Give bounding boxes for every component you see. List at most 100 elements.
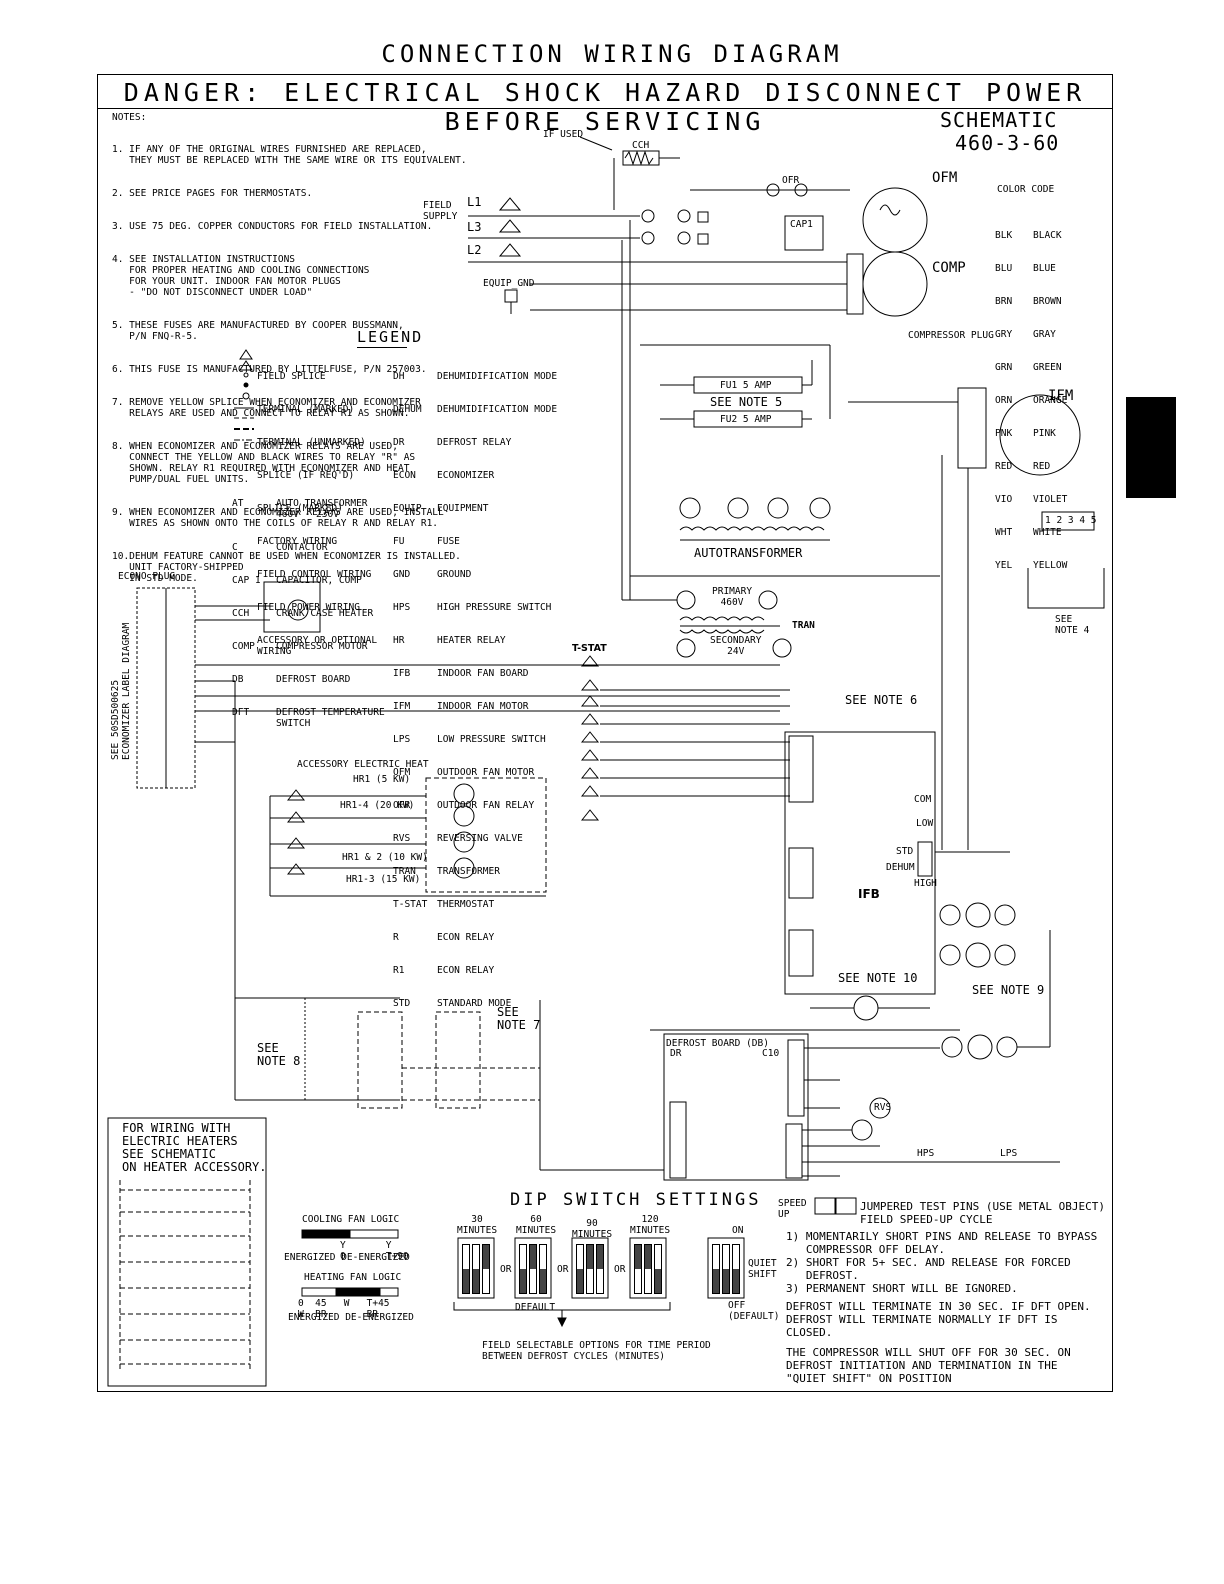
- color-name: YELLOW: [1033, 560, 1068, 571]
- dip-switch-lever: [539, 1244, 547, 1294]
- legend-symbol-item: FIELD CONTROL WIRING: [257, 569, 372, 580]
- abbrev-code: OFR: [393, 800, 411, 811]
- l3-label: L3: [467, 220, 482, 234]
- speed-up-label: SPEED UP: [778, 1198, 807, 1220]
- dip-switch-lever: [654, 1244, 662, 1294]
- dip-switch-lever: [529, 1244, 537, 1294]
- color-name: BROWN: [1033, 296, 1062, 307]
- see-note-9: SEE NOTE 9: [972, 983, 1045, 997]
- notes-heading: NOTES:: [112, 112, 147, 123]
- abbrev-desc: TRANSFORMER: [437, 866, 500, 877]
- see-note-7: SEE NOTE 7: [497, 1005, 541, 1032]
- abbrev-desc: EQUIPMENT: [437, 503, 489, 514]
- dip-switch-lever: [732, 1244, 740, 1294]
- heater-info-box: [107, 1117, 267, 1387]
- dip-option: 60 MINUTES: [516, 1214, 557, 1236]
- legend-abbrev-row: OFM OUTDOOR FAN MOTOR: [393, 767, 557, 778]
- abbrev-code: OFM: [393, 767, 411, 778]
- abbrev-code: CCH: [232, 608, 250, 619]
- color-name: PINK: [1033, 428, 1056, 439]
- dip-switch-lever: [634, 1244, 642, 1294]
- ifm-plug: [1041, 511, 1095, 531]
- hr-label: HR1 (5 KW): [353, 774, 411, 785]
- abbrev-desc: OUTDOOR FAN MOTOR: [437, 767, 535, 778]
- ofm-label: OFM: [932, 170, 958, 186]
- compressor-note: THE COMPRESSOR WILL SHUT OFF FOR 30 SEC.…: [786, 1346, 1071, 1385]
- ifb-board: [784, 731, 936, 995]
- compressor-plug-label: COMPRESSOR PLUG: [908, 330, 994, 341]
- abbrev-code: ECON: [393, 470, 416, 481]
- dft-sensor: [851, 1119, 873, 1141]
- heating-fan-logic-title: HEATING FAN LOGIC: [304, 1272, 402, 1283]
- abbrev-code: STD: [393, 998, 411, 1009]
- accessory-heat-label: ACCESSORY ELECTRIC HEAT: [297, 759, 429, 770]
- abbrev-desc: FUSE: [437, 536, 460, 547]
- abbrev-desc: GROUND: [437, 569, 472, 580]
- quiet-shift-label: QUIET SHIFT: [748, 1258, 777, 1280]
- danger-banner: DANGER: ELECTRICAL SHOCK HAZARD DISCONNE…: [123, 78, 1087, 136]
- note-item: 10.DEHUM FEATURE CANNOT BE USED WHEN ECO…: [112, 551, 461, 584]
- heater-mini-schematic: [119, 1180, 251, 1370]
- schematic-voltage: 460-3-60: [955, 131, 1060, 155]
- cooling-fan-logic-title: COOLING FAN LOGIC: [302, 1214, 400, 1225]
- abbrev-code: HPS: [393, 602, 411, 613]
- abbrev-code: C: [232, 542, 238, 553]
- field-supply-terminals: [468, 197, 640, 314]
- cooling-fan-energized: [301, 1229, 351, 1239]
- if-used-label: IF USED: [543, 129, 584, 140]
- cap1-capacitor: [784, 215, 824, 251]
- legend-symbol-item: TERMINAL (UNMARKED): [257, 437, 366, 448]
- abbrev-code: DEHUM: [393, 404, 422, 415]
- see-note-10: SEE NOTE 10: [838, 971, 918, 985]
- color-abbrev: GRY: [995, 329, 1013, 340]
- speed-up-steps: 1) MOMENTARILY SHORT PINS AND RELEASE TO…: [786, 1230, 1098, 1295]
- defrost-board: [663, 1033, 809, 1181]
- legend-heading: LEGEND: [357, 328, 424, 346]
- heating-fan-logic-states: ENERGIZED DE-ENERGIZED: [288, 1312, 414, 1323]
- abbrev-desc: DEHUMIDIFICATION MODE: [437, 404, 558, 415]
- dip-switch-lever: [462, 1244, 470, 1294]
- dip-switch-lever: [472, 1244, 480, 1294]
- autotransformer: [679, 497, 831, 541]
- heating-fan-energized: [335, 1287, 381, 1297]
- cap1-label: CAP1: [790, 219, 813, 230]
- ifm-label: IFM: [1048, 388, 1074, 404]
- abbrev-desc: THERMOSTAT: [437, 899, 495, 910]
- color-name: VIOLET: [1033, 494, 1068, 505]
- abbrev-code: RVS: [393, 833, 411, 844]
- dip-option: 90 MINUTES: [572, 1218, 613, 1240]
- heating-fan-logic-scale: 0 45 W T+45 W BR BR: [298, 1298, 390, 1320]
- fu1-label: FU1 5 AMP: [720, 380, 772, 391]
- dip-or: OR: [500, 1264, 512, 1275]
- abbrev-desc: INDOOR FAN MOTOR: [437, 701, 529, 712]
- abbrev-desc: STANDARD MODE: [437, 998, 512, 1009]
- abbrev-desc: ECON RELAY: [437, 932, 495, 943]
- relay-r1: [435, 1011, 481, 1109]
- color-abbrev: GRN: [995, 362, 1013, 373]
- ofm-motor: [862, 187, 928, 253]
- color-code-heading: COLOR CODE: [997, 184, 1055, 195]
- abbrev-code: FU: [393, 536, 405, 547]
- dip-switch-lever: [586, 1244, 594, 1294]
- l1-label: L1: [467, 195, 482, 209]
- notes-list: 1. IF ANY OF THE ORIGINAL WIRES FURNISHE…: [112, 122, 467, 595]
- legend-abbrev-row: DEHUM DEHUMIDIFICATION MODE: [393, 404, 557, 415]
- abbrev-desc: COMPRESSOR MOTOR: [276, 641, 368, 652]
- abbrev-code: DB: [232, 674, 244, 685]
- see-note-6: SEE NOTE 6: [845, 693, 918, 707]
- legend-symbol-item: FACTORY WIRING: [257, 536, 338, 547]
